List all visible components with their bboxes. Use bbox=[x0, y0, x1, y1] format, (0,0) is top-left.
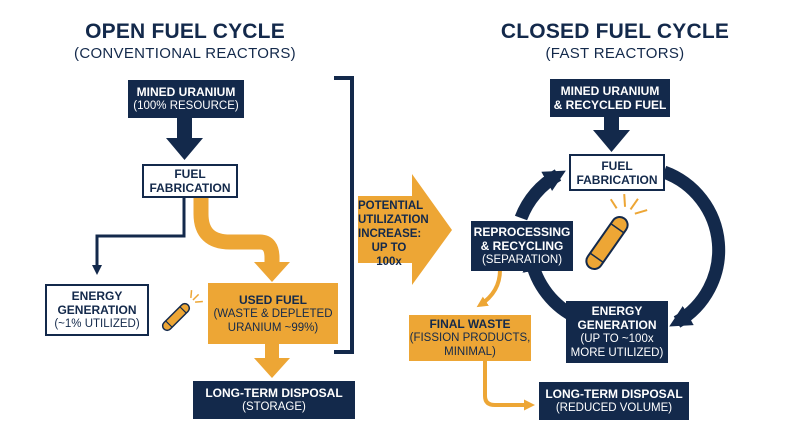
closed-fuel-fabrication-line1: FUEL bbox=[601, 159, 632, 173]
open-long-term-disposal-box: LONG-TERM DISPOSAL (STORAGE) bbox=[193, 381, 355, 419]
utilization-line-1: POTENTIAL bbox=[358, 199, 420, 213]
closed-long-term-disposal-box: LONG-TERM DISPOSAL (REDUCED VOLUME) bbox=[539, 382, 689, 420]
open-disposal-label: LONG-TERM DISPOSAL bbox=[205, 386, 342, 400]
open-used-fuel-note-2: URANIUM ~99%) bbox=[228, 321, 318, 335]
closed-final-waste-box: FINAL WASTE (FISSION PRODUCTS, MINIMAL) bbox=[409, 315, 531, 361]
cycle-arrow-icon bbox=[521, 175, 558, 218]
open-used-fuel-box: USED FUEL (WASTE & DEPLETED URANIUM ~99%… bbox=[208, 283, 338, 344]
open-fabrication-to-used-fuel-arrow bbox=[201, 197, 290, 282]
open-energy-generation-line1: ENERGY bbox=[72, 289, 123, 303]
closed-mined-uranium-label: MINED URANIUM bbox=[561, 84, 660, 98]
closed-mined-to-fabrication-arrow bbox=[593, 116, 630, 152]
open-fuel-fabrication-line2: FABRICATION bbox=[149, 181, 230, 195]
closed-final-waste-note-1: (FISSION PRODUCTS, bbox=[410, 331, 531, 345]
closed-fuel-fabrication-line2: FABRICATION bbox=[576, 173, 657, 187]
utilization-line-2: UTILIZATION bbox=[358, 213, 420, 227]
utilization-increase-label: POTENTIAL UTILIZATION INCREASE: UP TO 10… bbox=[358, 199, 420, 269]
closed-mined-uranium-box: MINED URANIUM & RECYCLED FUEL bbox=[550, 79, 670, 117]
open-cycle-subtitle: (CONVENTIONAL REACTORS) bbox=[60, 45, 310, 63]
closed-energy-generation-line1: ENERGY bbox=[592, 304, 643, 318]
open-fuel-fabrication-box: FUEL FABRICATION bbox=[142, 164, 238, 198]
closed-reprocessing-line1: REPROCESSING bbox=[474, 225, 571, 239]
closed-energy-generation-box: ENERGY GENERATION (UP TO ~100x MORE UTIL… bbox=[566, 301, 668, 363]
open-fuel-fabrication-line1: FUEL bbox=[174, 167, 205, 181]
closed-energy-generation-note-1: (UP TO ~100x bbox=[580, 332, 653, 346]
open-disposal-note: (STORAGE) bbox=[242, 400, 306, 414]
closed-reprocessing-line2: & RECYCLING bbox=[481, 239, 564, 253]
fuel-rod-icon bbox=[572, 186, 650, 275]
open-fabrication-to-energy-arrow bbox=[97, 197, 184, 272]
cycle-arrow-icon bbox=[664, 172, 719, 322]
open-used-fuel-label: USED FUEL bbox=[239, 293, 307, 307]
closed-reprocessing-to-waste-arrow bbox=[480, 270, 500, 305]
closed-fuel-fabrication-box: FUEL FABRICATION bbox=[569, 154, 665, 191]
closed-disposal-label: LONG-TERM DISPOSAL bbox=[545, 387, 682, 401]
closed-cycle-subtitle: (FAST REACTORS) bbox=[490, 45, 740, 63]
open-mined-uranium-label: MINED URANIUM bbox=[137, 85, 236, 99]
open-mined-uranium-note: (100% RESOURCE) bbox=[133, 99, 238, 113]
open-used-fuel-note-1: (WASTE & DEPLETED bbox=[213, 307, 332, 321]
closed-final-waste-label: FINAL WASTE bbox=[429, 317, 510, 331]
closed-energy-generation-note-2: MORE UTILIZED) bbox=[571, 346, 664, 360]
closed-waste-to-disposal-arrow bbox=[485, 355, 531, 405]
open-mined-uranium-box: MINED URANIUM (100% RESOURCE) bbox=[128, 80, 244, 118]
open-mined-to-fabrication-arrow bbox=[166, 118, 203, 160]
open-energy-generation-line2: GENERATION bbox=[57, 303, 136, 317]
open-energy-generation-box: ENERGY GENERATION (~1% UTILIZED) bbox=[45, 284, 149, 336]
closed-mined-uranium-note: & RECYCLED FUEL bbox=[554, 98, 667, 112]
closed-disposal-note: (REDUCED VOLUME) bbox=[556, 401, 672, 415]
utilization-line-4: UP TO 100x bbox=[358, 241, 420, 269]
closed-final-waste-note-2: MINIMAL) bbox=[444, 345, 496, 359]
closed-cycle-title: CLOSED FUEL CYCLE bbox=[490, 20, 740, 44]
closed-reprocessing-note: (SEPARATION) bbox=[482, 253, 562, 267]
utilization-line-3: INCREASE: bbox=[358, 227, 420, 241]
open-cycle-title: OPEN FUEL CYCLE bbox=[60, 20, 310, 44]
open-used-fuel-to-disposal-arrow bbox=[254, 344, 290, 378]
closed-energy-generation-line2: GENERATION bbox=[577, 318, 656, 332]
closed-reprocessing-box: REPROCESSING & RECYCLING (SEPARATION) bbox=[471, 221, 573, 271]
fuel-rod-icon bbox=[158, 289, 204, 335]
open-energy-generation-note: (~1% UTILIZED) bbox=[54, 317, 139, 331]
